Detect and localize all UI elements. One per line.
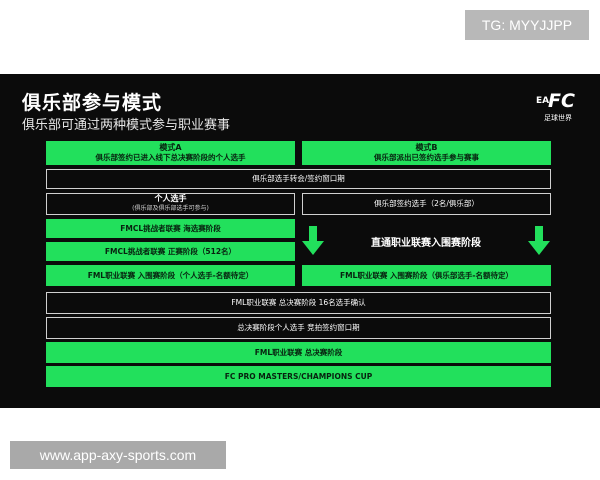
transfer-window-box: 俱乐部选手转会/签约窗口期 [46, 169, 551, 189]
down-arrow-icon [302, 226, 324, 255]
fmcl-main-box: FMCL挑战者联赛 正赛阶段（512名） [46, 242, 295, 261]
transfer-window-label: 俱乐部选手转会/签约窗口期 [252, 174, 345, 183]
page-title: 俱乐部参与模式 [22, 92, 163, 114]
fml-top16-label: FML职业联赛 总决赛阶段 16名选手确认 [231, 298, 366, 307]
finals-window-label: 总决赛阶段个人选手 竞拍签约窗口期 [237, 323, 360, 332]
fmcl-main-label: FMCL挑战者联赛 正赛阶段（512名） [104, 246, 237, 256]
logo-fc-text: FC [548, 90, 575, 112]
mode-b-desc: 俱乐部派出已签约选手参与赛事 [374, 153, 479, 162]
fml-qual-b-box: FML职业联赛 入围赛阶段（俱乐部选手-名额待定） [302, 265, 551, 286]
individual-player-box: 个人选手 (俱乐部及俱乐部选手可参与) [46, 193, 295, 215]
mode-b-box: 模式B 俱乐部派出已签约选手参与赛事 [302, 141, 551, 165]
fml-qual-b-label: FML职业联赛 入围赛阶段（俱乐部选手-名额待定） [339, 270, 514, 280]
club-signed-box: 俱乐部签约选手（2名/俱乐部） [302, 193, 551, 215]
mode-a-desc: 俱乐部签约已进入线下总决赛阶段的个人选手 [95, 153, 246, 162]
page-subtitle: 俱乐部可通过两种模式参与职业赛事 [22, 118, 231, 133]
direct-promo-area: 直通职业联赛入围赛阶段 [302, 226, 550, 256]
masters-box: FC PRO MASTERS/CHAMPIONS CUP [46, 366, 551, 387]
direct-promo-label: 直通职业联赛入围赛阶段 [371, 237, 481, 249]
fml-qual-a-box: FML职业联赛 入围赛阶段（个人选手-名额待定） [46, 265, 295, 286]
individual-player-title: 个人选手 [154, 194, 187, 203]
logo-sub-text: 足球世界 [544, 114, 572, 122]
fmcl-sea-label: FMCL挑战者联赛 海选赛阶段 [120, 223, 221, 233]
fml-qual-a-label: FML职业联赛 入围赛阶段（个人选手-名额待定） [87, 270, 254, 280]
watermark-top: TG: MYYJJPP [465, 10, 589, 40]
fmcl-sea-box: FMCL挑战者联赛 海选赛阶段 [46, 219, 295, 238]
fml-finals-box: FML职业联赛 总决赛阶段 [46, 342, 551, 363]
mode-a-title: 模式A [159, 143, 182, 152]
masters-label: FC PRO MASTERS/CHAMPIONS CUP [224, 371, 373, 381]
logo-ea-text: EA [536, 96, 550, 106]
individual-player-note: (俱乐部及俱乐部选手可参与) [132, 205, 209, 212]
ea-fc-logo: EA FC 足球世界 [536, 90, 582, 124]
fml-top16-box: FML职业联赛 总决赛阶段 16名选手确认 [46, 292, 551, 314]
fml-finals-label: FML职业联赛 总决赛阶段 [254, 347, 343, 357]
finals-window-box: 总决赛阶段个人选手 竞拍签约窗口期 [46, 317, 551, 339]
watermark-bottom: www.app-axy-sports.com [10, 441, 226, 469]
infographic-panel: 俱乐部参与模式 俱乐部可通过两种模式参与职业赛事 EA FC 足球世界 模式A … [0, 74, 600, 408]
down-arrow-icon [528, 226, 550, 255]
mode-b-title: 模式B [415, 143, 438, 152]
mode-a-box: 模式A 俱乐部签约已进入线下总决赛阶段的个人选手 [46, 141, 295, 165]
club-signed-label: 俱乐部签约选手（2名/俱乐部） [374, 199, 479, 208]
